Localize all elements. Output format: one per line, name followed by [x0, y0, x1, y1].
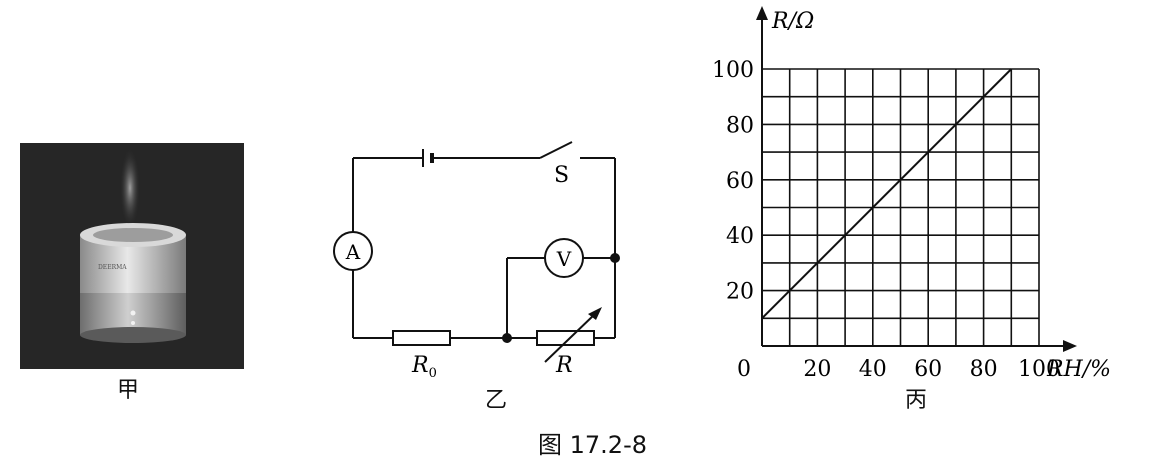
brand-text: DEERMA	[98, 264, 127, 271]
photo-caption: 甲	[117, 378, 140, 403]
voltmeter-label: V	[556, 247, 572, 271]
ammeter-label: A	[345, 240, 361, 264]
r0-label-main: R	[411, 353, 429, 378]
r0-label-subscript: 0	[429, 366, 437, 381]
fixed-resistor-r0	[392, 330, 451, 346]
chart-tick-labels: 20 40 60 80 100 20 40 60 80 100 0 RH/% R/Ω	[712, 9, 1111, 382]
circuit-svg: A V S R0 R	[333, 141, 620, 381]
figure-caption: 图 17.2-8	[538, 431, 647, 459]
junction-dot-left	[502, 333, 512, 343]
x-tick-label: 40	[859, 357, 887, 382]
origin-label: 0	[737, 357, 751, 382]
resistance-humidity-chart: 20 40 60 80 100 20 40 60 80 100 0 RH/% R/Ω	[690, 0, 1160, 420]
x-tick-label: 80	[970, 357, 998, 382]
y-axis-label: R/Ω	[771, 9, 814, 34]
r0-label: R0	[411, 353, 437, 381]
chart-caption: 丙	[905, 388, 928, 413]
y-tick-label: 60	[726, 169, 754, 194]
x-tick-label: 20	[803, 357, 831, 382]
r-label: R	[555, 353, 573, 378]
junction-dot-right	[610, 253, 620, 263]
humidifier-photo: DEERMA	[20, 143, 244, 369]
circuit-caption: 乙	[485, 388, 508, 413]
chart-series	[761, 68, 1013, 320]
x-axis-arrow	[1063, 340, 1077, 352]
y-tick-label: 40	[726, 224, 754, 249]
y-axis-arrow	[756, 6, 768, 20]
x-tick-label: 100	[1018, 357, 1060, 382]
y-tick-label: 80	[726, 113, 754, 138]
humidifier-image: DEERMA	[20, 143, 244, 369]
switch-blade	[539, 141, 573, 159]
chart-svg: 20 40 60 80 100 20 40 60 80 100 0 RH/% R/Ω	[712, 6, 1111, 382]
chart-grid	[762, 68, 1040, 346]
series-line	[761, 68, 1013, 320]
chart-axes	[756, 6, 1077, 352]
circuit-diagram: A V S R0 R	[300, 120, 660, 420]
x-axis-label: RH/%	[1046, 357, 1111, 382]
y-tick-label: 20	[726, 280, 754, 305]
variable-resistor-arrow	[544, 312, 597, 363]
x-tick-label: 60	[914, 357, 942, 382]
arrow-head	[588, 307, 602, 320]
switch-label: S	[554, 163, 569, 188]
y-tick-label: 100	[712, 58, 754, 83]
